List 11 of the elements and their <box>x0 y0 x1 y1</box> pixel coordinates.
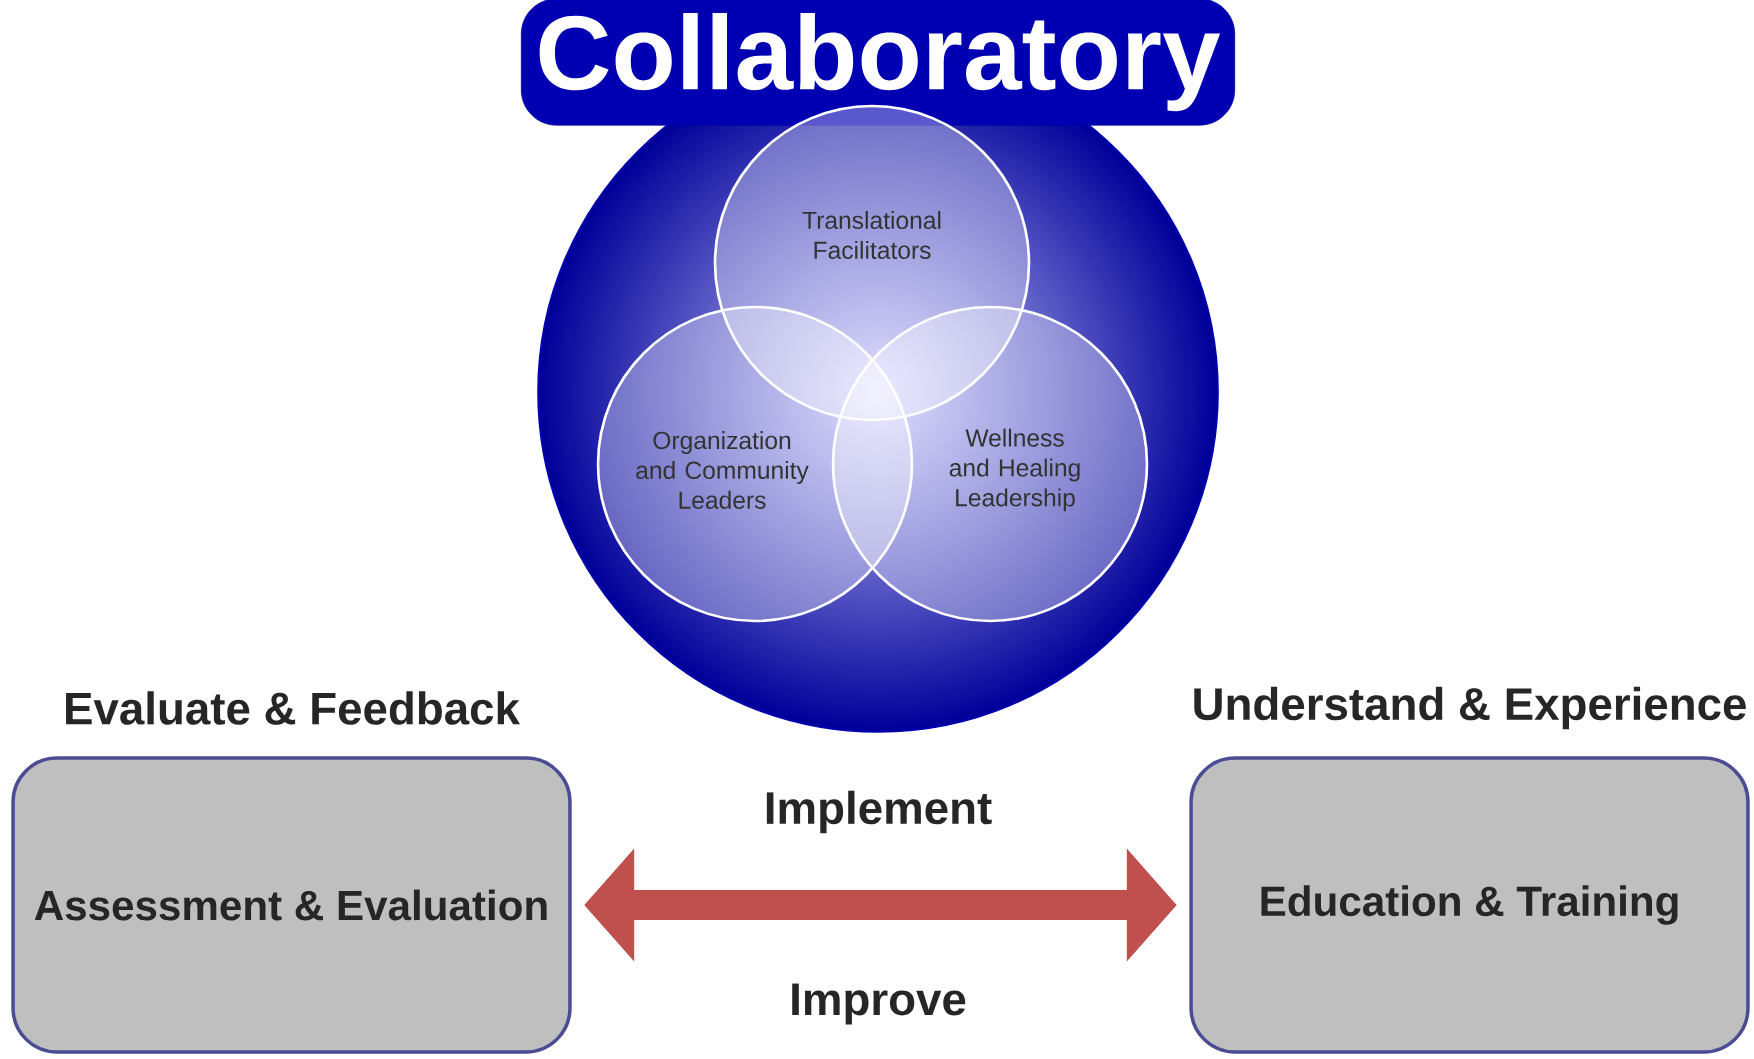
edge-label: Implement <box>766 790 992 834</box>
box-heading: Understand & Experience <box>1194 686 1746 730</box>
circle-label: Translational Facilitators <box>802 211 941 259</box>
title-text: Collaboratory <box>520 0 1236 126</box>
venn-circle <box>831 305 1149 623</box>
box-heading: Evaluate & Feedback <box>66 691 520 725</box>
circle-label: Organization and Community Leaders <box>636 431 809 509</box>
caption-text: Improve <box>792 983 966 1025</box>
circle-label: Wellness and Healing Leadership <box>949 428 1080 512</box>
process-box: Education & Training <box>1189 756 1750 1054</box>
process-box: Assessment & Evaluation <box>11 756 572 1054</box>
